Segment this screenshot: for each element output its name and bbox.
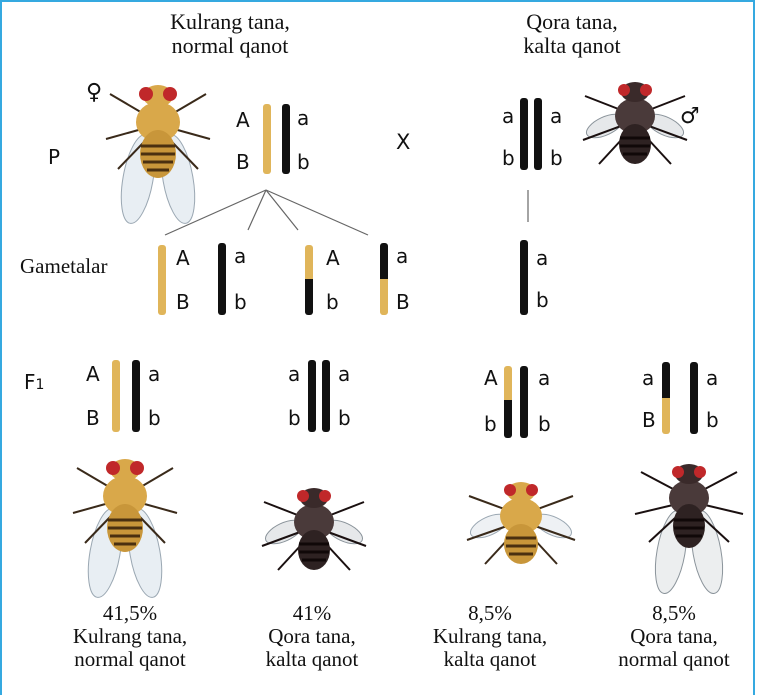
black-chromosome-segment [504, 400, 512, 438]
black-bodied-fruit-fly-icon [254, 478, 374, 578]
offspring-percent: 8,5% [400, 602, 580, 625]
allele-label: a [288, 364, 300, 384]
black-chromosome [690, 362, 698, 434]
black-chromosome [132, 360, 140, 432]
f1-generation-subscript: 1 [36, 377, 45, 393]
f1-generation-label: F1 [24, 370, 44, 394]
gold-chromosome [112, 360, 120, 432]
black-chromosome [308, 360, 316, 432]
gametes-label: Gametalar [20, 254, 107, 279]
offspring-caption: 8,5% Qora tana, normal qanot [594, 602, 754, 671]
offspring-phenotype-line2: kalta qanot [222, 648, 402, 671]
offspring-phenotype-line2: kalta qanot [400, 648, 580, 671]
allele-label: a [148, 364, 160, 384]
black-chromosome-segment [662, 362, 670, 398]
allele-label: a [396, 246, 408, 266]
allele-label: b [484, 414, 497, 434]
allele-label: B [396, 292, 410, 312]
gold-chromosome-segment [380, 279, 388, 315]
black-chromosome [520, 366, 528, 438]
gold-chromosome-segment [504, 366, 512, 400]
black-chromosome-segment [380, 243, 388, 279]
gold-chromosome-segment [305, 245, 313, 279]
allele-label: a [538, 368, 550, 388]
allele-label: B [176, 292, 190, 312]
offspring-percent: 41,5% [40, 602, 220, 625]
allele-label: b [148, 408, 161, 428]
f1-generation-letter: F [24, 370, 36, 394]
allele-label: b [288, 408, 301, 428]
allele-label: a [536, 248, 548, 268]
black-chromosome-segment [305, 279, 313, 315]
allele-label: A [176, 248, 190, 268]
black-bodied-fruit-fly-icon [624, 460, 754, 595]
allele-label: A [86, 364, 100, 384]
black-chromosome [520, 240, 528, 315]
offspring-caption: 41% Qora tana, kalta qanot [222, 602, 402, 671]
offspring-percent: 41% [222, 602, 402, 625]
offspring-phenotype-line2: normal qanot [40, 648, 220, 671]
allele-label: B [86, 408, 100, 428]
allele-label: a [338, 364, 350, 384]
offspring-phenotype-line1: Qora tana, [222, 625, 402, 648]
allele-label: b [536, 290, 549, 310]
offspring-phenotype-line1: Kulrang tana, [400, 625, 580, 648]
offspring-caption: 8,5% Kulrang tana, kalta qanot [400, 602, 580, 671]
gray-bodied-fruit-fly-icon [456, 470, 586, 580]
allele-label: a [234, 246, 246, 266]
allele-label: b [706, 410, 719, 430]
offspring-phenotype-line1: Kulrang tana, [40, 625, 220, 648]
black-chromosome [322, 360, 330, 432]
gray-bodied-fruit-fly-icon [60, 456, 190, 596]
gold-chromosome [158, 245, 166, 315]
allele-label: a [706, 368, 718, 388]
allele-label: A [326, 248, 340, 268]
offspring-phenotype-line1: Qora tana, [594, 625, 754, 648]
allele-label: A [484, 368, 498, 388]
allele-label: b [538, 414, 551, 434]
offspring-phenotype-line2: normal qanot [594, 648, 754, 671]
allele-label: B [642, 410, 656, 430]
allele-label: b [338, 408, 351, 428]
allele-label: a [642, 368, 654, 388]
allele-label: b [234, 292, 247, 312]
offspring-percent: 8,5% [594, 602, 754, 625]
black-chromosome [218, 243, 226, 315]
allele-label: b [326, 292, 339, 312]
gold-chromosome-segment [662, 398, 670, 434]
offspring-caption: 41,5% Kulrang tana, normal qanot [40, 602, 220, 671]
